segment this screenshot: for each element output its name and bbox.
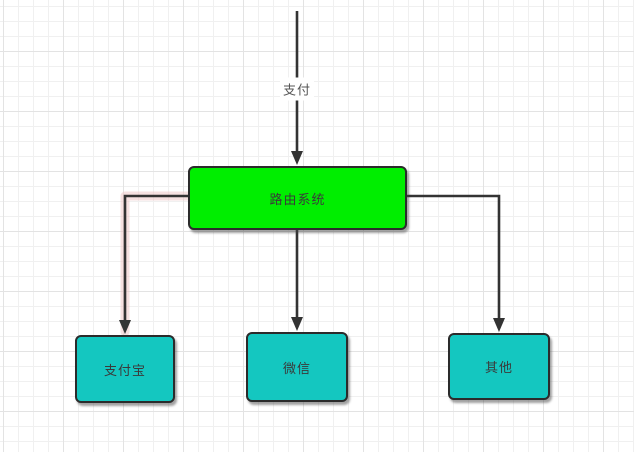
arrowhead-icon bbox=[119, 320, 131, 334]
arrowhead-icon bbox=[291, 317, 303, 331]
node-alipay[interactable]: 支付宝 bbox=[75, 335, 175, 403]
node-other-label: 其他 bbox=[484, 360, 513, 375]
edge-router-to-alipay[interactable] bbox=[119, 191, 194, 337]
arrowhead-icon bbox=[291, 151, 303, 165]
node-wechat[interactable]: 微信 bbox=[246, 332, 348, 402]
selection-glow bbox=[120, 191, 194, 337]
edge-line bbox=[123, 194, 189, 321]
node-router-label: 路由系统 bbox=[269, 191, 326, 207]
node-alipay-label: 支付宝 bbox=[103, 362, 146, 378]
edge-label-payment[interactable]: 支付 bbox=[279, 77, 315, 101]
node-wechat-label: 微信 bbox=[282, 360, 311, 376]
edge-router-to-other[interactable] bbox=[407, 194, 505, 332]
arrowhead-icon bbox=[493, 318, 505, 332]
node-other[interactable]: 其他 bbox=[448, 333, 550, 400]
edge-line bbox=[407, 194, 501, 319]
node-router[interactable]: 路由系统 bbox=[188, 166, 407, 230]
edge-router-to-wechat[interactable] bbox=[291, 230, 303, 331]
